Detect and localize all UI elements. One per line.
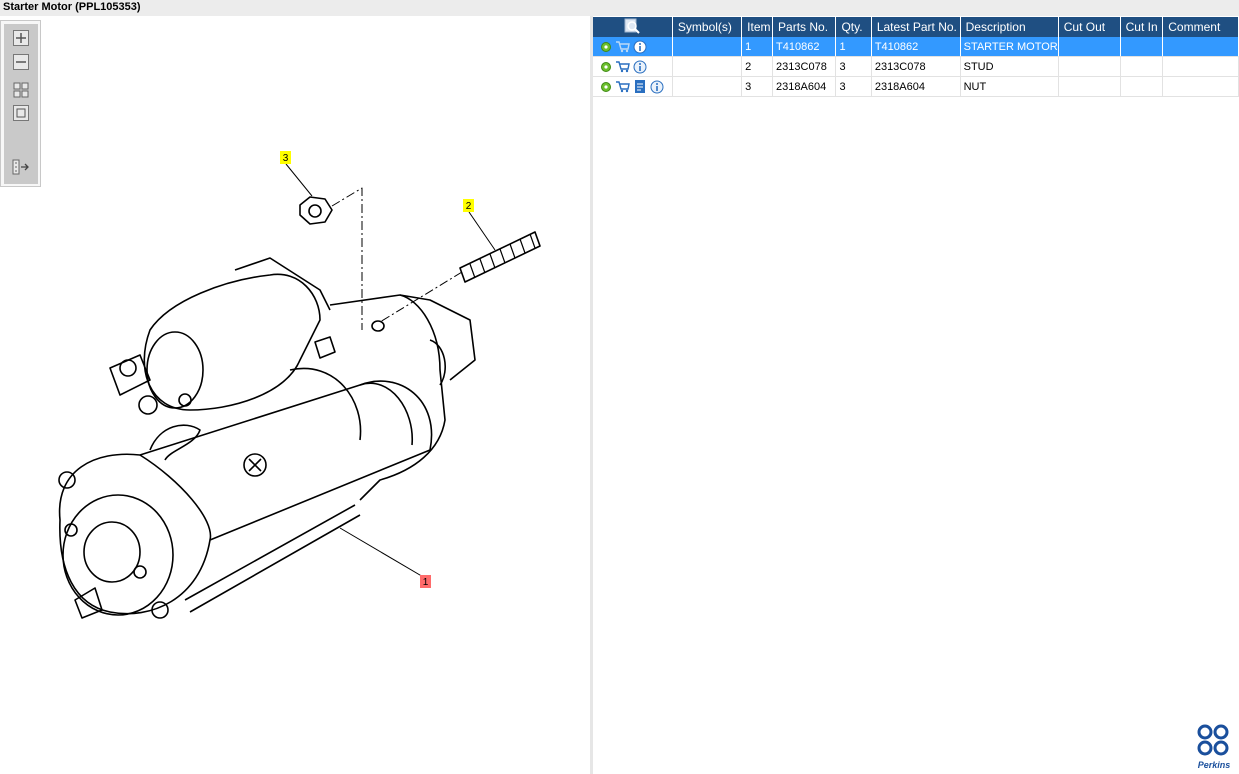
header-description[interactable]: Description [960, 17, 1059, 37]
cell-latest-part-no: T410862 [871, 37, 961, 57]
search-details-icon [624, 18, 641, 34]
gear-icon[interactable] [598, 79, 613, 94]
row-icons-cell [593, 56, 673, 77]
cell-qty: 3 [835, 56, 872, 77]
cell-symbols [672, 37, 743, 57]
cell-comment [1162, 76, 1239, 97]
callout-2-label: 2 [466, 201, 472, 212]
cell-comment [1162, 56, 1239, 77]
plus-icon [13, 30, 29, 46]
actual-size-button[interactable] [12, 104, 30, 122]
drawing-pane[interactable]: 3 2 1 [0, 16, 590, 774]
cell-cut-out [1058, 37, 1121, 57]
square-icon [13, 105, 29, 121]
cell-comment [1162, 37, 1239, 57]
cell-latest-part-no: 2318A604 [871, 76, 961, 97]
cell-item: 1 [741, 37, 774, 57]
callout-3-label: 3 [283, 153, 289, 164]
header-icon-cell[interactable] [593, 17, 673, 37]
cart-icon[interactable] [615, 39, 630, 54]
row-icons-cell [593, 76, 673, 97]
minus-icon [13, 54, 29, 70]
info-icon[interactable] [632, 59, 647, 74]
table-row[interactable]: 1 T410862 1 T410862 STARTER MOTOR [593, 37, 1239, 57]
table-row[interactable]: 2 2313C078 3 2313C078 STUD [593, 56, 1239, 77]
cart-icon[interactable] [615, 79, 630, 94]
callout-1-label: 1 [423, 577, 429, 588]
export-icon [12, 159, 29, 175]
header-cut-out[interactable]: Cut Out [1058, 17, 1121, 37]
header-cut-in[interactable]: Cut In [1120, 17, 1164, 37]
toolbar-panel [4, 24, 38, 184]
cell-description: STARTER MOTOR [960, 37, 1059, 57]
table-header-row: Symbol(s) Item Parts No. Qty. Latest Par… [593, 17, 1239, 37]
fit-to-window-button[interactable] [12, 81, 30, 99]
window-title: Starter Motor (PPL105353) [3, 1, 141, 13]
document-icon[interactable] [632, 79, 647, 94]
header-latest-part-no[interactable]: Latest Part No. [871, 17, 961, 37]
zoom-in-button[interactable] [12, 29, 30, 47]
pane-splitter[interactable] [590, 16, 593, 774]
info-icon[interactable] [632, 39, 647, 54]
export-button[interactable] [12, 158, 30, 176]
header-parts-no[interactable]: Parts No. [772, 17, 837, 37]
cell-cut-out [1058, 56, 1121, 77]
cell-qty: 3 [835, 76, 872, 97]
perkins-emblem-icon [1197, 724, 1229, 756]
header-symbols[interactable]: Symbol(s) [672, 17, 743, 37]
cell-symbols [672, 76, 743, 97]
gear-icon[interactable] [598, 39, 613, 54]
parts-table: Symbol(s) Item Parts No. Qty. Latest Par… [593, 17, 1239, 97]
title-bar: Starter Motor (PPL105353) [0, 0, 1239, 16]
grid-icon [13, 82, 29, 98]
cell-cut-out [1058, 76, 1121, 97]
parts-list-pane: Symbol(s) Item Parts No. Qty. Latest Par… [593, 16, 1239, 774]
cell-cut-in [1120, 37, 1164, 57]
cell-part-no: 2313C078 [772, 56, 837, 77]
callout-2[interactable]: 2 [463, 199, 474, 212]
perkins-logo: Perkins [1194, 724, 1234, 770]
header-item[interactable]: Item [741, 17, 774, 37]
cell-qty: 1 [835, 37, 872, 57]
callout-1[interactable]: 1 [420, 575, 431, 588]
cell-part-no: 2318A604 [772, 76, 837, 97]
header-comment[interactable]: Comment [1162, 17, 1239, 37]
cell-cut-in [1120, 56, 1164, 77]
cell-latest-part-no: 2313C078 [871, 56, 961, 77]
zoom-toolbar [0, 20, 41, 187]
cell-symbols [672, 56, 743, 77]
cell-item: 3 [741, 76, 774, 97]
brand-name: Perkins [1197, 760, 1231, 770]
cell-description: STUD [960, 56, 1059, 77]
exploded-view-drawing: 3 2 1 [58, 151, 541, 619]
table-row[interactable]: 3 2318A604 3 2318A604 NUT [593, 76, 1239, 97]
header-qty[interactable]: Qty. [835, 17, 872, 37]
info-icon[interactable] [649, 79, 664, 94]
cell-cut-in [1120, 76, 1164, 97]
row-icons-cell [593, 37, 673, 57]
zoom-out-button[interactable] [12, 53, 30, 71]
cell-item: 2 [741, 56, 774, 77]
cell-description: NUT [960, 76, 1059, 97]
callout-3[interactable]: 3 [280, 151, 291, 164]
gear-icon[interactable] [598, 59, 613, 74]
cell-part-no: T410862 [772, 37, 837, 57]
cart-icon[interactable] [615, 59, 630, 74]
